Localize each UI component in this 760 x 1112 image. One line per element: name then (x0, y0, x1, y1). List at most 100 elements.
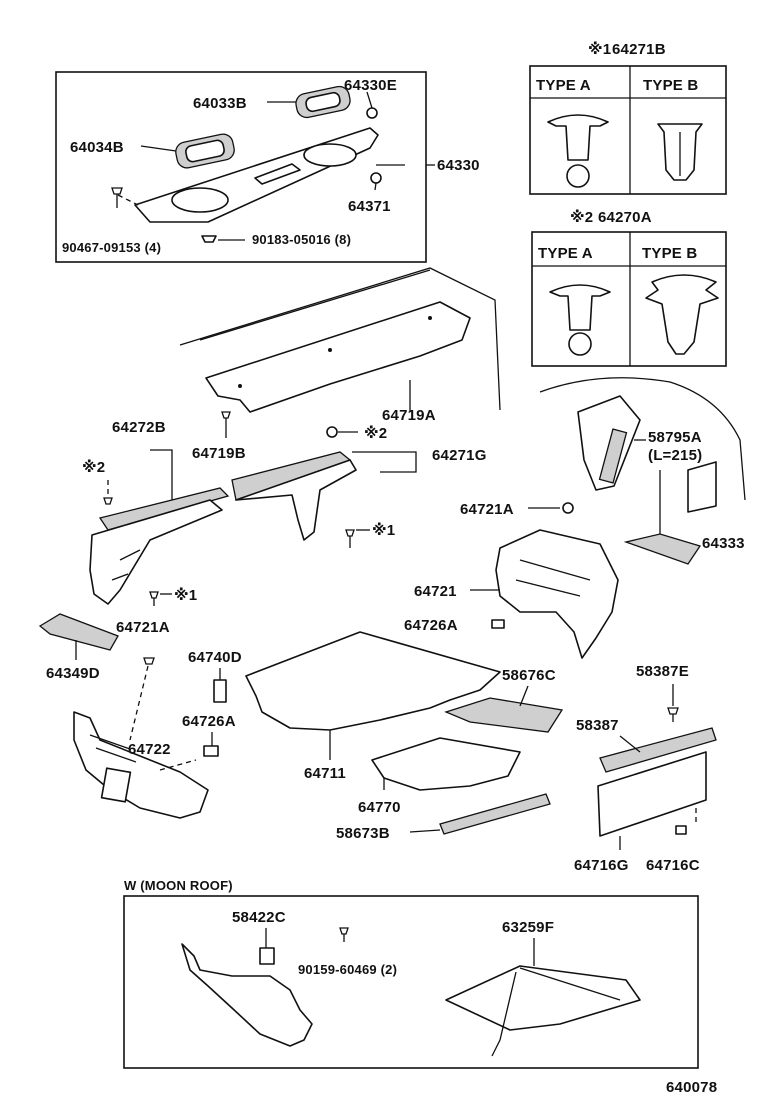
clip-center-upper (326, 426, 338, 438)
clip-box-2-type-b: TYPE B (642, 245, 697, 262)
label-58422c: 58422C (232, 909, 286, 926)
cover-64770 (371, 737, 521, 791)
trim-strip-64272b (98, 487, 230, 531)
label-90183-05016: 90183-05016 (8) (252, 232, 351, 247)
leader (366, 91, 373, 109)
leader (619, 735, 641, 753)
mark1-left: ※1 (174, 586, 197, 604)
clip-64270a-type-a-head (568, 332, 592, 356)
label-64330e: 64330E (344, 77, 397, 94)
weatherstrip-58795a (598, 428, 628, 484)
leader-dash (159, 759, 197, 771)
speaker-opening-right (303, 143, 357, 167)
label-58795a-length: (L=215) (648, 447, 702, 464)
trim-detail (89, 734, 137, 763)
leader (150, 449, 173, 505)
clip-box-1-part: 64271B (612, 41, 666, 58)
panel-hole (238, 384, 242, 388)
label-63259f: 63259F (502, 919, 554, 936)
leader (140, 145, 177, 152)
clip-box-1-mark: ※1 (588, 40, 611, 58)
tray-center-cutout (254, 163, 301, 185)
moon-roof-box (123, 895, 699, 1069)
label-64740d: 64740D (188, 649, 242, 666)
moon-roof-title: W (MOON ROOF) (124, 878, 233, 893)
label-64726a-right: 64726A (404, 617, 458, 634)
cover-64333 (623, 533, 702, 565)
package-tray-trim-panel (134, 127, 379, 223)
body-outline-right (539, 377, 746, 501)
body-outline-upper (199, 269, 431, 341)
label-64371: 64371 (348, 198, 391, 215)
bracket-64740d (213, 679, 227, 703)
clip-box-2-mark: ※2 (570, 208, 593, 226)
clip-box-1-type-b: TYPE B (643, 77, 698, 94)
quarter-trim-center (235, 459, 357, 541)
label-64721a-right: 64721A (460, 501, 514, 518)
label-64333: 64333 (702, 535, 745, 552)
label-64716c: 64716C (646, 857, 700, 874)
clip-64270a-type-b-icon (645, 274, 719, 355)
quarter-trim-left (89, 499, 223, 605)
clip-64721a-left (143, 657, 155, 665)
clip-box-1-type-a: TYPE A (536, 77, 591, 94)
tray-leader-dash (117, 194, 139, 206)
label-64719a: 64719A (382, 407, 436, 424)
leader (519, 685, 529, 707)
label-64726a-left: 64726A (182, 713, 236, 730)
leader (352, 451, 417, 473)
package-tray-inset-box (55, 71, 427, 263)
screw-90467 (111, 187, 123, 208)
clip-64721a-right (562, 502, 574, 514)
clip-64719b (221, 411, 231, 438)
fastener-64726a-right (491, 619, 505, 629)
trim-64722-pocket (100, 767, 132, 803)
label-64033b: 64033B (193, 95, 247, 112)
panel-hole (428, 316, 432, 320)
package-tray-panel-64719a (205, 301, 471, 413)
strip-58673b (439, 793, 551, 835)
label-64721a-left: 64721A (116, 619, 170, 636)
label-64330: 64330 (437, 157, 480, 174)
label-64719b: 64719B (192, 445, 246, 462)
mark2-center: ※2 (364, 424, 387, 442)
clip-center-lower (345, 529, 355, 548)
cover-63259f-strap (491, 971, 517, 1057)
speaker-grille-inner-64034b (185, 139, 225, 163)
clip-box-2 (531, 231, 727, 367)
label-64721: 64721 (414, 583, 457, 600)
label-64349d: 64349D (46, 665, 100, 682)
cover-63259f-strap (519, 967, 621, 1001)
clip-64270a-type-a-icon (549, 284, 611, 331)
trim-detail (515, 559, 591, 597)
clip-64271b-type-a-head (566, 164, 590, 188)
screw-90159 (339, 927, 349, 942)
clip-64330e (366, 107, 378, 119)
label-90159-60469: 90159-60469 (2) (298, 962, 397, 977)
leader (409, 829, 441, 833)
label-58673b: 58673B (336, 825, 390, 842)
fastener-64726a-left (203, 745, 219, 757)
speaker-grille-inner-64033b (305, 91, 341, 113)
trunk-front-trim-64716g (597, 751, 707, 837)
clip-left-upper (103, 497, 113, 505)
scuff-plate-58387 (599, 727, 717, 773)
label-64034b: 64034B (70, 139, 124, 156)
clip-64271b-type-a-icon (547, 114, 609, 161)
clip-box-2-type-a: TYPE A (538, 245, 593, 262)
leader (374, 182, 377, 191)
leader-dash (129, 665, 149, 741)
trim-moon-roof-side (181, 943, 313, 1047)
label-64716g: 64716G (574, 857, 629, 874)
clip-58387e (667, 707, 679, 722)
nut-90183 (201, 235, 217, 243)
panel-hole (328, 348, 332, 352)
label-58795a: 58795A (648, 429, 702, 446)
label-90467-09153: 90467-09153 (4) (62, 240, 161, 255)
label-64770: 64770 (358, 799, 401, 816)
label-58387: 58387 (576, 717, 619, 734)
trim-detail (111, 549, 141, 581)
figure-number: 640078 (666, 1079, 717, 1096)
clip-64716c (675, 825, 687, 835)
